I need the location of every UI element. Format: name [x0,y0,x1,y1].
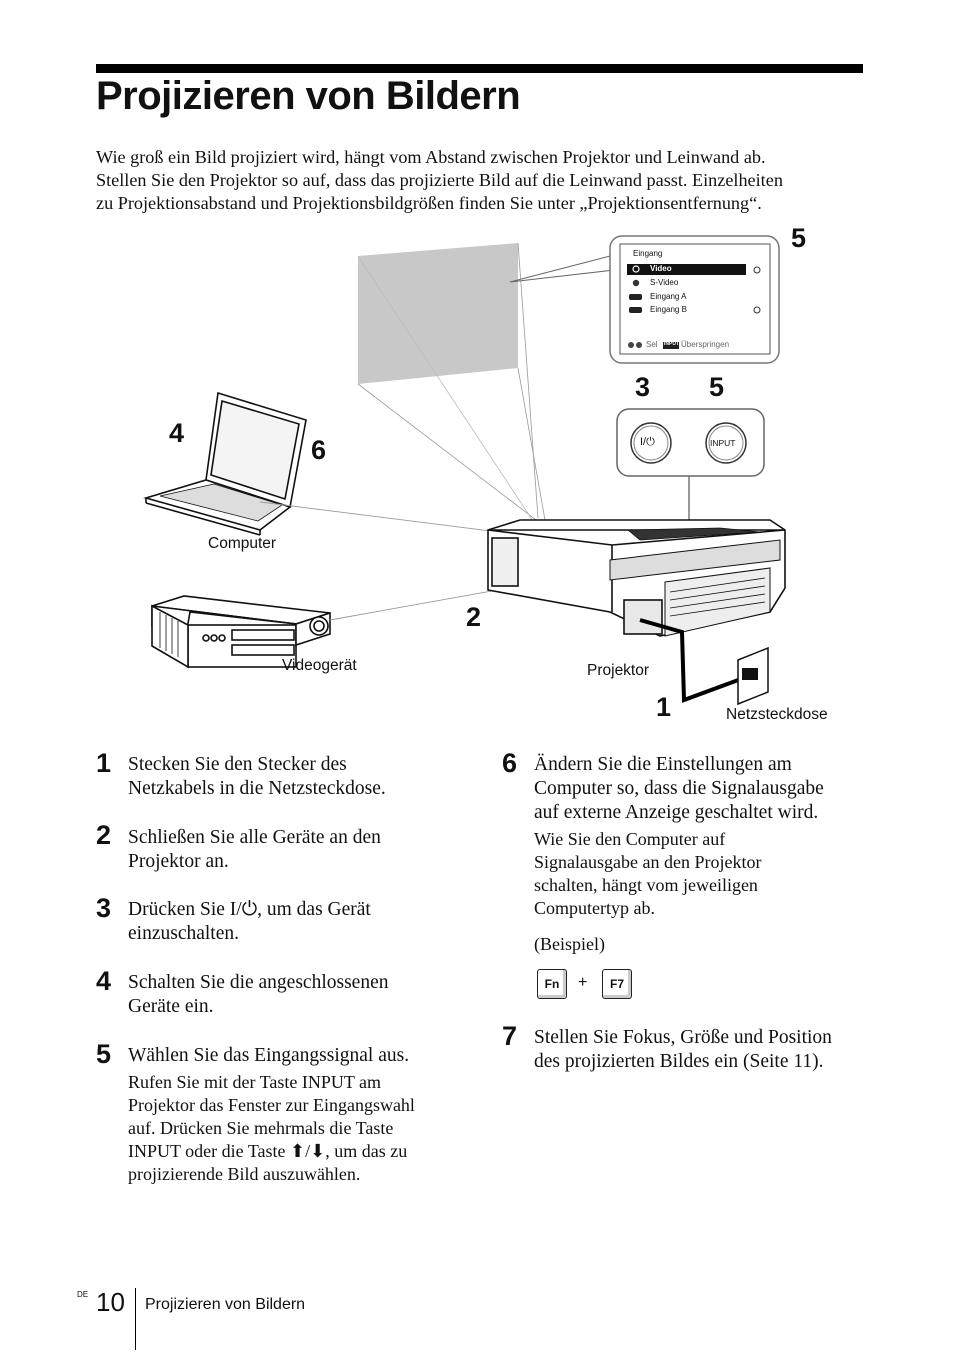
body-line: Wie Sie den Computer auf [534,829,726,849]
fn-key-icon: Fn [537,969,567,999]
intro-line: zu Projektionsabstand und Projektionsbil… [96,193,762,213]
label-outlet: Netzsteckdose [726,706,828,723]
projection-screen [358,243,518,384]
callout-4: 4 [169,418,185,448]
callout-5: 5 [791,223,807,253]
step-number: 5 [96,1039,112,1069]
step-number: 1 [96,748,112,778]
step-text: Drücken Sie I/⏻, um das Gerät einzuschal… [128,898,371,946]
step-text: Stellen Sie Fokus, Größe und Position de… [534,1026,832,1074]
step-text: Wählen Sie das Eingangssignal aus. [128,1044,409,1068]
power-button-label: I/⏻ [640,436,655,448]
step-line: einzuschalten. [128,923,239,944]
osd-item: Eingang B [650,305,687,314]
osd-footer-key: INPUT [664,341,679,347]
page-title: Projizieren von Bildern [96,74,521,118]
step-line: Schalten Sie die angeschlossenen [128,972,389,993]
step-line: Ändern Sie die Einstellungen am [534,754,792,775]
laptop-illustration [143,391,307,536]
intro-line: Stellen Sie den Projektor so auf, dass d… [96,170,783,190]
step-text: Schalten Sie die angeschlossenen Geräte … [128,971,388,1019]
callout-3: 3 [635,372,651,402]
step-body: Wie Sie den Computer auf Signalausgabe a… [534,828,761,920]
osd-item: S-Video [650,278,679,287]
osd-title: Eingang [633,249,663,258]
step-line: Wählen Sie das Eingangssignal aus. [128,1045,410,1066]
step-text: Ändern Sie die Einstellungen am Computer… [534,753,824,825]
body-line: INPUT oder die Taste ⬆/⬇, um das zu [128,1141,408,1161]
callout-1: 1 [656,692,672,722]
footer-section: Projizieren von Bildern [145,1296,306,1313]
step-line: Projektor an. [128,851,229,872]
step-line: Stecken Sie den Stecker des [128,754,347,775]
intro-paragraph: Wie groß ein Bild projiziert wird, hängt… [96,146,876,215]
input-button-label: INPUT [710,438,736,448]
body-line: Signalausgabe an den Projektor [534,852,762,872]
label-projector: Projektor [587,662,650,679]
callout-6: 6 [311,435,327,465]
vcr-illustration [151,595,331,669]
body-line: Computertyp ab. [534,898,655,918]
step-text: Schließen Sie alle Geräte an den Projekt… [128,826,381,874]
label-computer: Computer [208,535,277,552]
body-line: auf. Drücken Sie mehrmals die Taste [128,1118,394,1138]
setup-diagram [143,235,786,706]
page-number: 10 [96,1287,125,1317]
step-line: Schließen Sie alle Geräte an den [128,827,381,848]
step-line: Drücken Sie I/⏻, um das Gerät [128,899,371,920]
footer-lang: DE [77,1290,89,1299]
body-line: Rufen Sie mit der Taste INPUT am [128,1072,382,1092]
footer-divider [135,1288,136,1350]
callout-2: 2 [466,602,482,632]
step-text: Stecken Sie den Stecker des Netzkabels i… [128,753,386,801]
label-video: Videogerät [282,657,357,674]
step-number: 2 [96,820,112,850]
body-line: projizierende Bild auszuwählen. [128,1164,361,1184]
step-line: Computer so, dass die Signalausgabe [534,778,824,799]
intro-line: Wie groß ein Bild projiziert wird, hängt… [96,147,766,167]
step-line: auf externe Anzeige geschaltet wird. [534,802,819,823]
example-label: (Beispiel) [534,934,605,954]
plus-sign: + [578,974,588,991]
step-number: 3 [96,893,112,923]
step-number: 6 [502,748,518,778]
osd-footer-sel: Sel [646,340,658,349]
osd-item: Video [650,264,672,273]
step-line: Netzkabels in die Netzsteckdose. [128,778,386,799]
body-line: schalten, hängt vom jeweiligen [534,875,758,895]
step-body: Rufen Sie mit der Taste INPUT am Projekt… [128,1071,415,1186]
step-line: Geräte ein. [128,996,214,1017]
projector-illustration [487,519,786,637]
osd-item: Eingang A [650,292,687,301]
step-number: 7 [502,1021,518,1051]
f7-key-icon: F7 [602,969,632,999]
osd-footer-skip: Überspringen [681,340,730,349]
callout-5: 5 [709,372,725,402]
body-line: Projektor das Fenster zur Eingangswahl [128,1095,415,1115]
step-number: 4 [96,966,112,996]
step-line: Stellen Sie Fokus, Größe und Position [534,1027,832,1048]
title-rule [96,64,863,73]
step-line: des projizierten Bildes ein (Seite 11). [534,1051,824,1072]
